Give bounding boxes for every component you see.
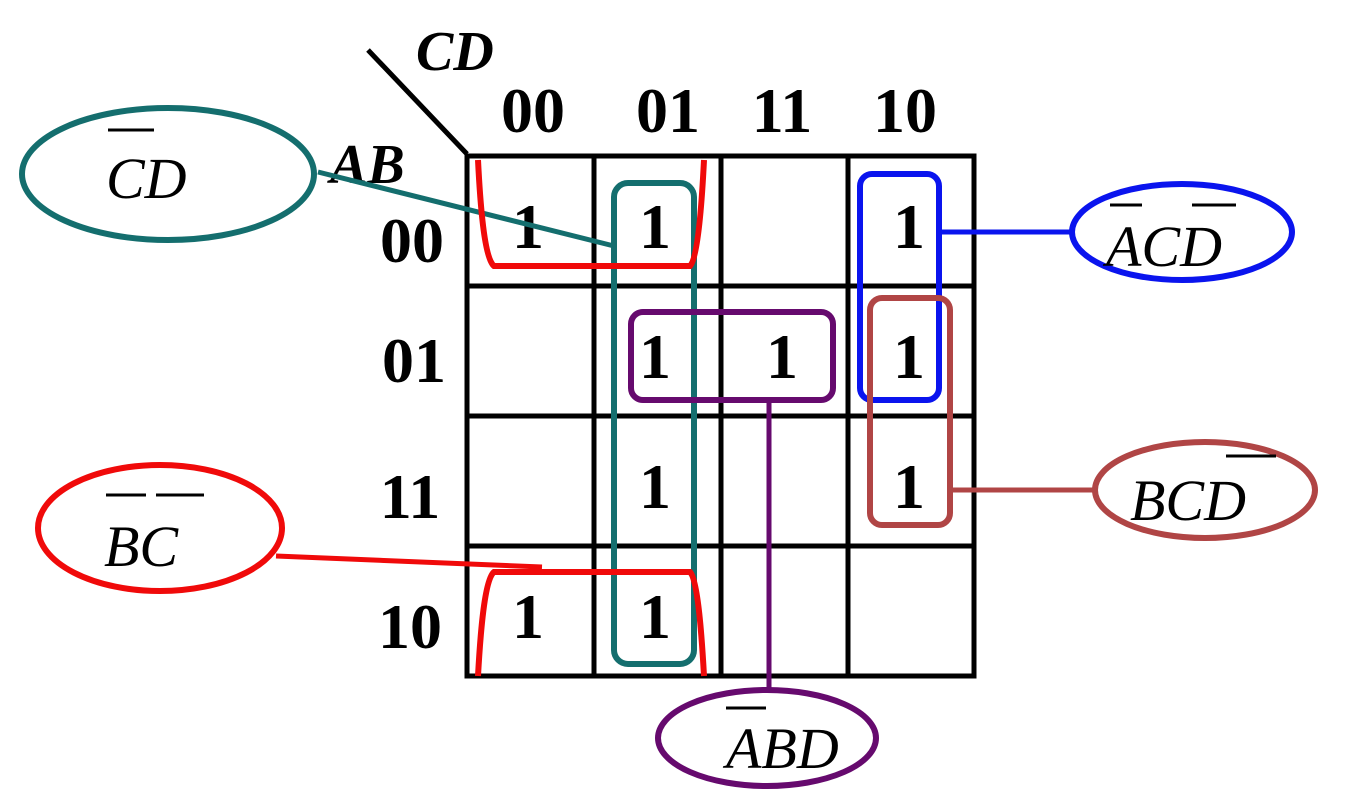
column-headers: 00 01 11 10 xyxy=(501,75,937,146)
row-header: 01 xyxy=(382,325,446,396)
label-ellipse-cd-bar xyxy=(19,105,317,243)
loop-acd-bar xyxy=(857,171,942,403)
cell-value: 1 xyxy=(639,191,671,262)
row-header: 10 xyxy=(378,591,442,662)
loop-cd-bar xyxy=(611,180,697,667)
cell-value: 1 xyxy=(512,581,544,652)
label-ellipse-abd-bar xyxy=(655,687,879,789)
group-bcd-bar: BCD xyxy=(867,295,1318,541)
term-acd-bar: ACD xyxy=(1102,214,1222,279)
kmap-cells: 1 1 1 1 1 1 1 1 1 1 xyxy=(512,191,925,652)
group-bc-bar: BC xyxy=(35,159,707,677)
group-abd-bar: ABD xyxy=(628,309,879,789)
label-ellipse-bcd-bar xyxy=(1092,439,1318,541)
label-ellipse-bc-bar xyxy=(35,462,285,594)
loop-bcd-bar xyxy=(867,295,953,528)
cell-value: 1 xyxy=(639,581,671,652)
leader-bc-bar xyxy=(275,553,543,570)
cell-value: 1 xyxy=(893,321,925,392)
cell-value: 1 xyxy=(639,321,671,392)
col-header: 01 xyxy=(636,75,700,146)
term-abd-bar: ABD xyxy=(722,716,839,781)
leader-cd-bar xyxy=(317,169,615,249)
cell-value: 1 xyxy=(766,321,798,392)
loop-bc-bar-bottom xyxy=(475,569,707,677)
cell-value: 1 xyxy=(893,451,925,522)
term-bc-bar: BC xyxy=(104,514,179,579)
loop-abd-bar xyxy=(628,309,836,403)
loop-bc-bar-top xyxy=(475,159,707,269)
row-headers: 00 01 11 10 xyxy=(378,205,446,662)
col-variable-label: CD xyxy=(416,21,494,83)
row-header: 11 xyxy=(380,461,440,532)
cell-value: 1 xyxy=(893,191,925,262)
col-header: 11 xyxy=(752,75,812,146)
term-cd-bar: CD xyxy=(106,146,187,211)
label-ellipse-acd-bar xyxy=(1069,181,1295,283)
group-cd-bar: CD xyxy=(19,105,697,667)
row-variable-label: AB xyxy=(327,134,405,196)
corner-divider xyxy=(366,48,469,156)
col-header: 10 xyxy=(873,75,937,146)
kmap-grid xyxy=(366,48,977,679)
term-bcd-bar: BCD xyxy=(1130,468,1246,533)
col-header: 00 xyxy=(501,75,565,146)
row-header: 00 xyxy=(380,205,444,276)
group-acd-bar: ACD xyxy=(857,171,1295,403)
cell-value: 1 xyxy=(639,451,671,522)
